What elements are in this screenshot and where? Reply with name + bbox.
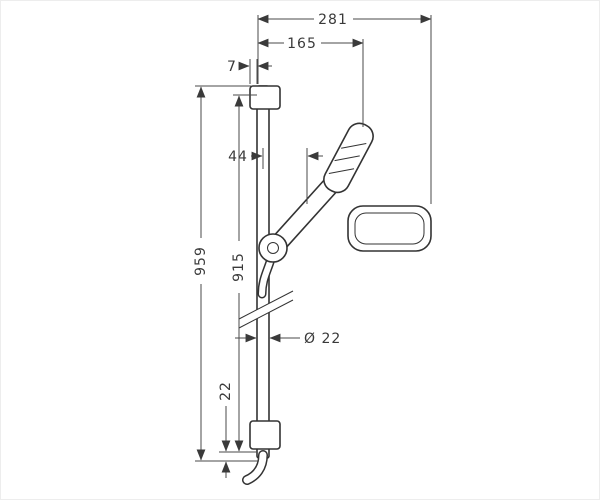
shower-holder-knob <box>267 242 279 254</box>
hose-lower <box>243 451 267 484</box>
dimension-bracket-offset: 7 <box>227 59 272 75</box>
dimension-holder-offset: 44 <box>228 149 323 165</box>
dim-label-overall-reach: 281 <box>318 12 348 28</box>
dim-label-bar-diameter: Ø 22 <box>304 331 341 347</box>
shower-head-face-inner <box>354 212 425 245</box>
dim-label-bar-total-length: 959 <box>193 246 209 276</box>
shower-holder <box>258 233 288 263</box>
shower-set <box>238 85 432 485</box>
dim-label-holder-offset: 44 <box>228 149 248 165</box>
dim-label-bracket-hole-spacing: 915 <box>231 252 247 282</box>
spray-hatch-line <box>328 168 355 174</box>
bottom-wall-bracket <box>249 420 281 450</box>
dim-label-head-reach: 165 <box>287 36 317 52</box>
shower-head-profile <box>323 122 374 194</box>
dimension-bar-total-length: 959 <box>193 86 209 461</box>
spray-hatch-line <box>341 143 367 149</box>
dim-label-bracket-offset: 7 <box>227 59 237 75</box>
shower-head-face <box>347 205 432 252</box>
dimension-bracket-hole-spacing: 915 <box>231 95 247 452</box>
dimension-overall-reach: 281 <box>257 12 432 28</box>
dimension-bottom-end-offset: 22 <box>218 381 234 478</box>
top-wall-bracket <box>249 85 281 110</box>
break-marks <box>238 290 294 329</box>
extension-lines <box>195 15 432 462</box>
dimension-head-reach: 165 <box>257 36 364 52</box>
dim-label-bottom-end-offset: 22 <box>218 381 234 401</box>
spray-hatch-line <box>334 155 360 162</box>
dimension-bar-diameter: Ø 22 <box>235 331 341 347</box>
